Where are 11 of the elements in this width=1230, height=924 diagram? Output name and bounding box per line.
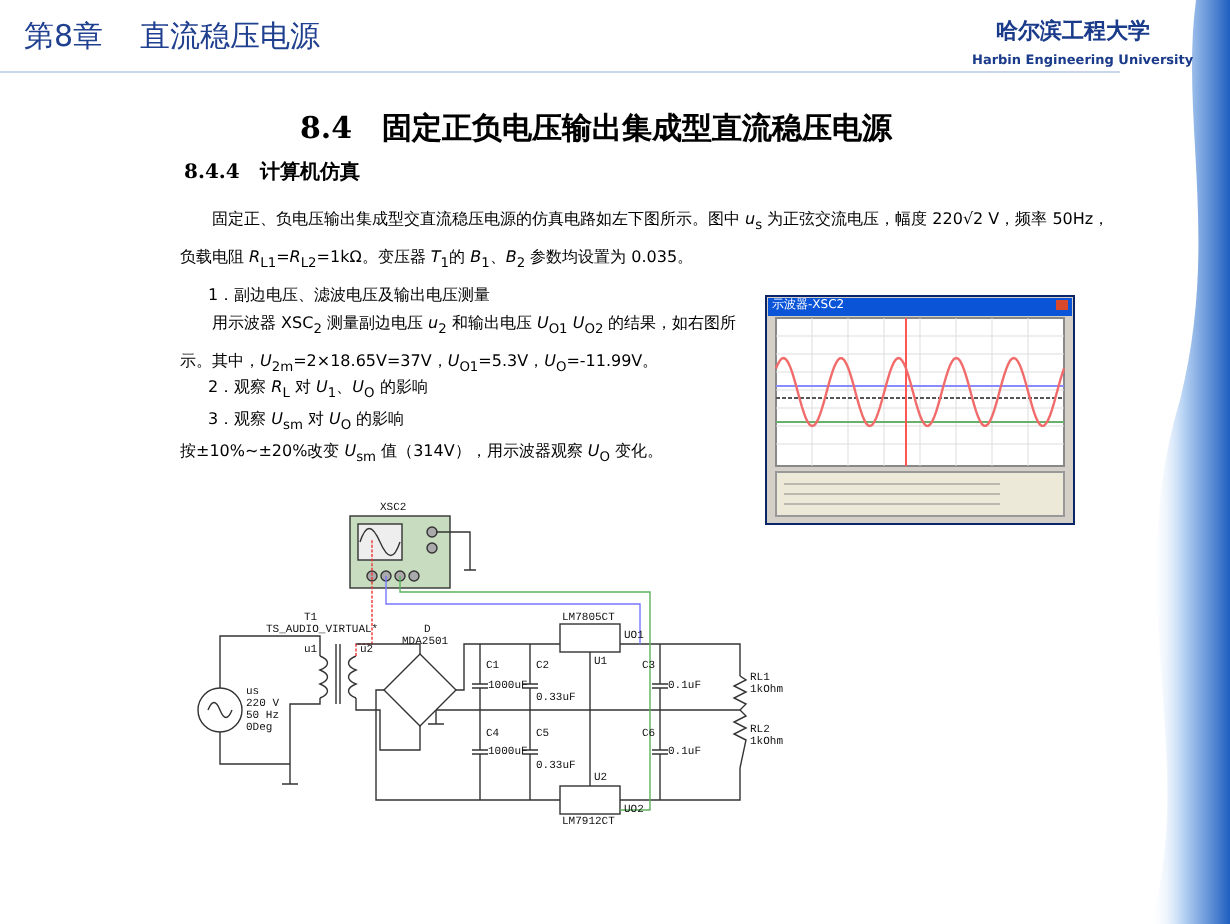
section-heading: 8.4.4 计算机仿真	[184, 162, 360, 185]
body-paragraph: 用示波器 XSC$_{2}$ 测量副边电压 u$_{2}$ 和输出电压 U$_{O1}$ U$_{O2}$ 的结果，如右图所示。其中，U$_{2m}$=2×18.65V=37V，U$_{O1}$=5.3V，U$_{O}$=-11.99V。	[180, 312, 739, 378]
chapter-title: 直流稳压电源	[140, 20, 320, 55]
slide-title: 8.4 固定正负电压输出集成型直流稳压电源	[300, 112, 893, 147]
body-paragraph: 固定正、负电压输出集成型交直流稳压电源的仿真电路如左下图所示。图中 u$_{s}$ 为正弦交流电压，幅度 220√2 V，频率 50Hz，负载电阻 R$_{L1}$=R$_{L2}$=1kΩ。变压器 T$_{1}$的 B$_{1}$、B$_{2}$ 参数均设置为 0.035。	[180, 208, 1112, 275]
list-item: 2．观察 R$_{L}$ 对 U$_{1}$、U$_{O}$ 的影响	[208, 376, 428, 406]
body-paragraph: 按±10%~±20%改变 U$_{sm}$ 值（314V），用示波器观察 U$_{O}$ 变化。	[180, 440, 664, 470]
list-item: 1．副边电压、滤波电压及输出电压测量	[208, 284, 491, 308]
chapter-number: 第8章	[24, 20, 104, 55]
list-item: 3．观察 U$_{sm}$ 对 U$_{O}$ 的影响	[208, 408, 405, 438]
university-name: 哈尔滨工程大学	[996, 20, 1150, 46]
